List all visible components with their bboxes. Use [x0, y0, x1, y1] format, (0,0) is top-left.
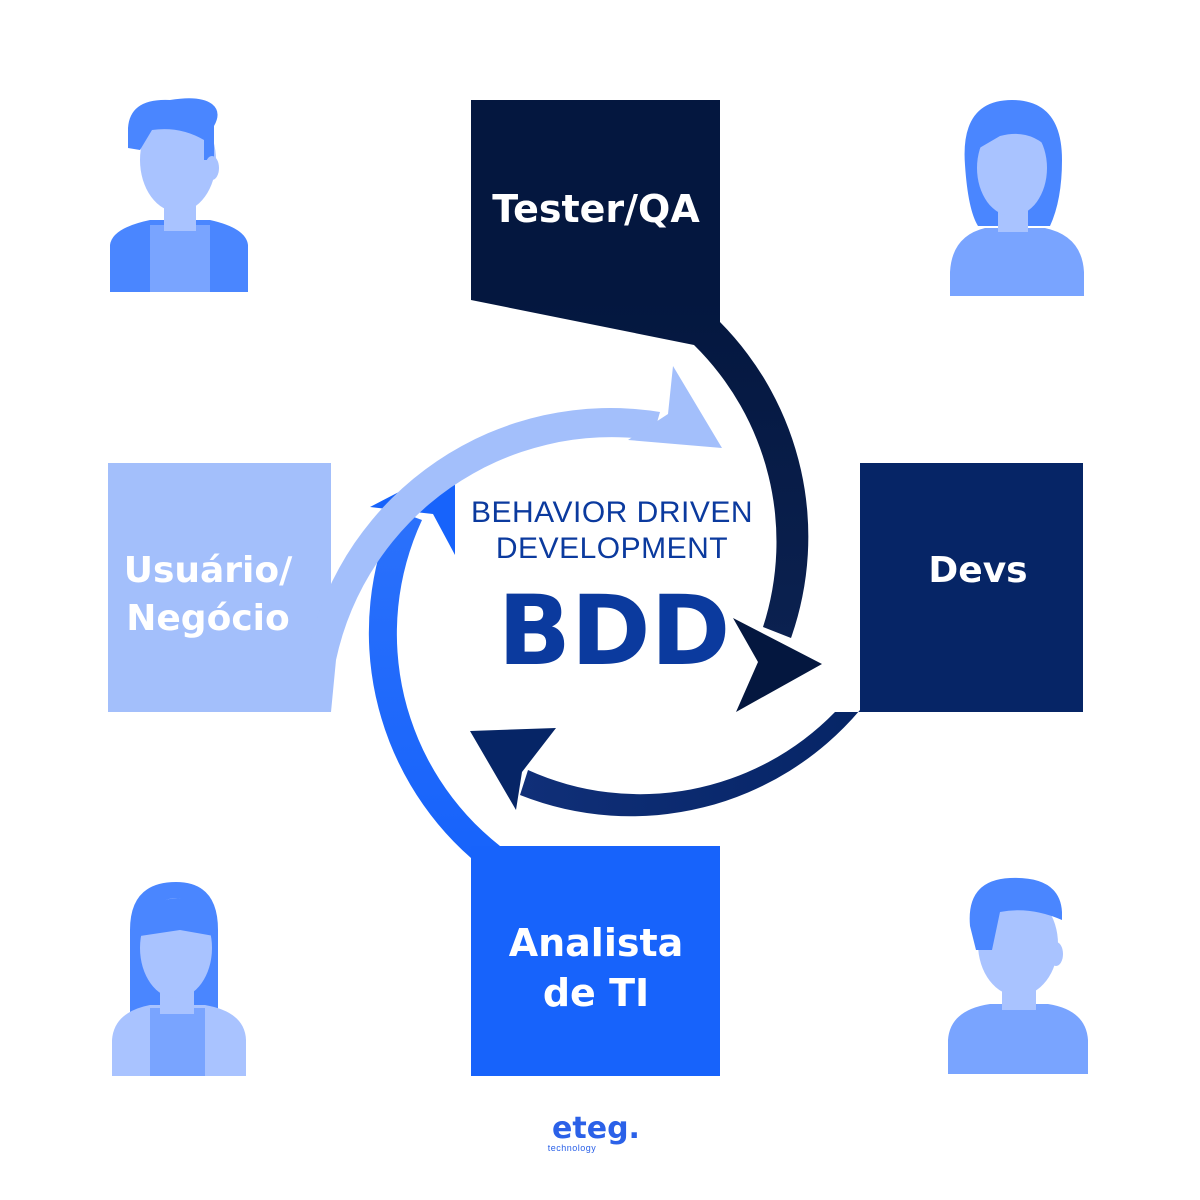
avatar-woman-bottom-left [112, 882, 246, 1076]
center-subtitle-line2: DEVELOPMENT [496, 532, 728, 565]
tester-label: Tester/QA [492, 187, 700, 231]
analyst-label-line1: Analista [509, 921, 684, 965]
user-arrow-band [308, 408, 660, 712]
user-arrow-head [628, 366, 722, 448]
logo-tagline: technology [548, 1143, 597, 1153]
avatar-man-top-left [110, 98, 248, 292]
tester-arrow-head [733, 618, 822, 712]
devs-box [860, 463, 1083, 712]
analyst-arrow-band [368, 510, 500, 858]
avatar-woman-top-right [950, 100, 1084, 296]
devs-arrow-head [470, 728, 556, 810]
user-label-line2: Negócio [126, 598, 289, 639]
center-acronym: BDD [498, 575, 731, 687]
eteg-logo: eteg. technology [548, 1111, 640, 1153]
analyst-box [471, 846, 720, 1076]
devs-label: Devs [928, 550, 1027, 591]
tester-arrow-band [471, 300, 809, 638]
avatar-man-bottom-right [948, 877, 1088, 1074]
devs-arrow-band [520, 710, 860, 817]
user-box [108, 463, 331, 712]
tester-box [471, 100, 720, 300]
center-subtitle-line1: BEHAVIOR DRIVEN [471, 496, 753, 529]
user-label-line1: Usuário/ [124, 550, 293, 591]
analyst-label-line2: de TI [543, 971, 649, 1015]
logo-text: eteg. [552, 1111, 640, 1146]
